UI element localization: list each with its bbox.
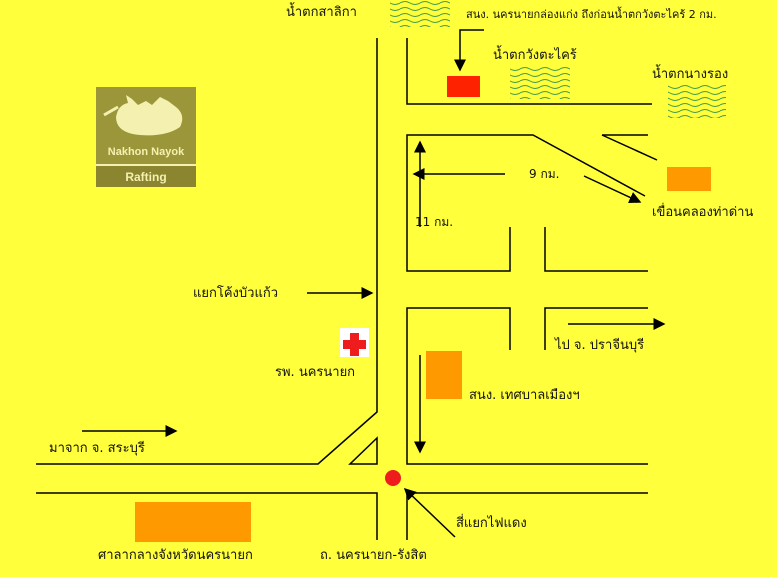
city-hall-building <box>135 502 251 542</box>
raft-icon <box>103 95 183 136</box>
label-office-note: สนง. นครนายกล่องแก่ง ถึงก่อนน้ำตกวังตะไค… <box>466 8 717 21</box>
nakhon-nayok-rafting-logo: Nakhon Nayok Rafting <box>96 87 196 187</box>
logo-title: Nakhon Nayok <box>107 146 185 158</box>
label-distance-11km: 11 กม. <box>415 215 454 229</box>
dam-building <box>667 167 711 191</box>
roads <box>36 38 658 540</box>
hospital-icon <box>340 328 369 357</box>
label-wang-takhrai: น้ำตกวังตะไคร้ <box>493 48 577 63</box>
label-hospital: รพ. นครนายก <box>275 365 356 380</box>
logo-subtitle: Rafting <box>96 164 196 187</box>
label-from-saraburi: มาจาก จ. สระบุรี <box>49 441 145 456</box>
label-distance-9km: 9 กม. <box>529 167 560 181</box>
label-road: ถ. นครนายก-รังสิต <box>320 548 427 563</box>
municipality-building <box>426 351 462 399</box>
waterfall-wang-takhrai-icon <box>510 65 570 99</box>
traffic-light-marker <box>385 470 401 486</box>
label-junction: แยกโค้งบัวแก้ว <box>193 286 278 301</box>
label-nang-rong: น้ำตกนางรอง <box>652 67 729 82</box>
rafting-office-marker <box>447 76 480 97</box>
label-city-hall: ศาลากลางจังหวัดนครนายก <box>98 548 253 563</box>
arrows <box>82 29 666 538</box>
waterfall-salika-icon <box>390 0 450 27</box>
label-municipality: สนง. เทศบาลเมืองฯ <box>469 388 580 403</box>
label-salika-waterfall: น้ำตกสาลิกา <box>286 5 357 20</box>
waterfall-nang-rong-icon <box>668 85 726 118</box>
label-traffic-light: สี่แยกไฟแดง <box>456 516 527 531</box>
label-dam: เขื่อนคลองท่าด่าน <box>652 205 754 220</box>
label-to-prachinburi: ไป จ. ปราจีนบุรี <box>555 338 645 353</box>
